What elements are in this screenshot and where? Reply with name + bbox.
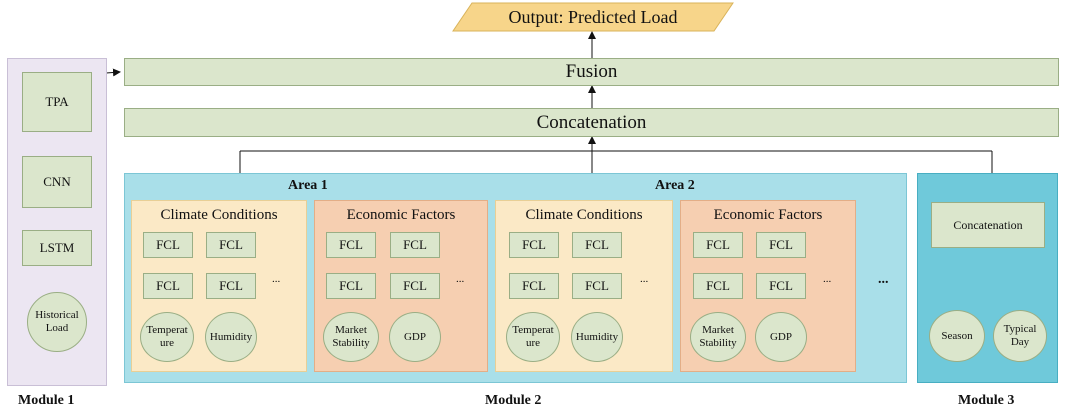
- humidity-node: Humidity: [205, 312, 257, 362]
- fcl-block: FCL: [326, 232, 376, 258]
- output-shape: [452, 2, 734, 32]
- concatenation-block: Concatenation: [124, 108, 1059, 137]
- more-indicator: ...: [823, 273, 832, 285]
- fcl-block: FCL: [693, 232, 743, 258]
- fcl-block: FCL: [509, 273, 559, 299]
- module1-label: Module 1: [18, 393, 75, 408]
- module2-label: Module 2: [485, 393, 542, 408]
- area2-economic-title: Economic Factors: [713, 207, 823, 223]
- output-label: Output: Predicted Load: [508, 6, 678, 27]
- area1-label: Area 1: [288, 178, 328, 193]
- area1-economic-title: Economic Factors: [346, 207, 456, 223]
- historical-load-node: Historical Load: [27, 292, 87, 352]
- fcl-block: FCL: [143, 232, 193, 258]
- fcl-block: FCL: [390, 232, 440, 258]
- fcl-block: FCL: [509, 232, 559, 258]
- more-indicator: ...: [640, 273, 649, 285]
- fcl-block: FCL: [572, 232, 622, 258]
- market-stability-node: Market Stability: [323, 312, 379, 362]
- fcl-block: FCL: [143, 273, 193, 299]
- market-stability-node: Market Stability: [690, 312, 746, 362]
- fcl-block: FCL: [326, 273, 376, 299]
- typical-day-node: Typical Day: [993, 310, 1047, 362]
- lstm-block: LSTM: [22, 230, 92, 266]
- area1-climate-title: Climate Conditions: [160, 207, 278, 223]
- temperature-node: Temperat ure: [506, 312, 560, 362]
- season-node: Season: [929, 310, 985, 362]
- tpa-block: TPA: [22, 72, 92, 132]
- more-indicator: ...: [272, 273, 281, 285]
- fcl-block: FCL: [206, 273, 256, 299]
- fcl-block: FCL: [206, 232, 256, 258]
- fusion-block: Fusion: [124, 58, 1059, 86]
- fcl-block: FCL: [693, 273, 743, 299]
- module3-concatenation-block: Concatenation: [931, 202, 1045, 248]
- humidity-node: Humidity: [571, 312, 623, 362]
- temperature-node: Temperat ure: [140, 312, 194, 362]
- more-indicator: ...: [456, 273, 465, 285]
- area2-label: Area 2: [655, 178, 695, 193]
- gdp-node: GDP: [755, 312, 807, 362]
- cnn-block: CNN: [22, 156, 92, 208]
- fcl-block: FCL: [572, 273, 622, 299]
- gdp-node: GDP: [389, 312, 441, 362]
- fcl-block: FCL: [390, 273, 440, 299]
- fcl-block: FCL: [756, 273, 806, 299]
- area2-climate-title: Climate Conditions: [525, 207, 643, 223]
- fcl-block: FCL: [756, 232, 806, 258]
- module3-label: Module 3: [958, 393, 1015, 408]
- more-areas-indicator: ...: [878, 272, 889, 287]
